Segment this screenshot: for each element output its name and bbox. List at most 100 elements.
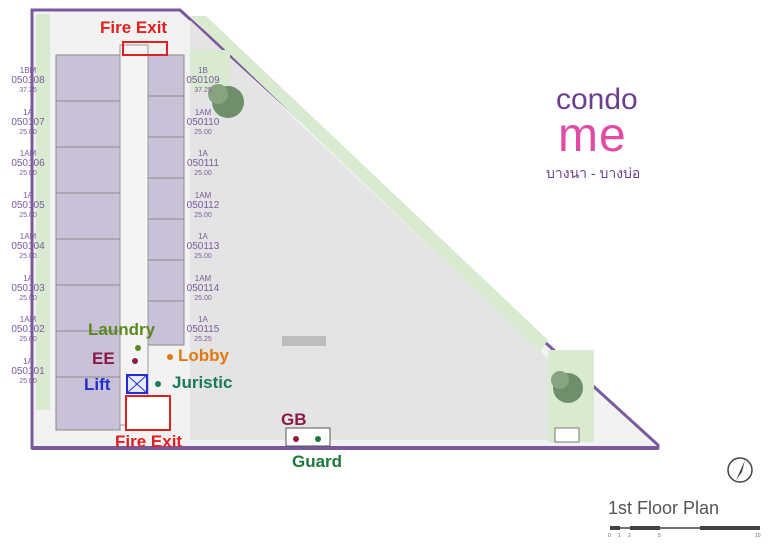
juristic-label: Juristic [172,373,233,392]
unit-code: 050113 [186,241,220,252]
unit-code: 050114 [186,282,220,294]
brand-logo-me: me [558,109,627,162]
unit-dividers [56,95,184,378]
paved-area [190,20,560,440]
fire-exit-bottom-box [125,395,171,431]
unit-code: 050110 [186,116,220,128]
unit-type: 1B [198,66,208,75]
scale-tick-label: 0 [608,533,611,539]
unit-code: 050112 [186,199,220,211]
unit-area: 25.00 [19,170,37,177]
fire-exit-bottom-label: Fire Exit [115,432,183,451]
fire-exit-top-label: Fire Exit [100,18,168,37]
laundry-dot [135,345,141,351]
lift-label: Lift [84,375,111,394]
scale-bar [610,526,760,530]
scale-tick-label: 2 [628,533,631,539]
unit-type: 1A [23,190,33,200]
unit-area: 25.00 [194,294,212,302]
building-right-wing [147,54,185,346]
green-strip-diagonal [190,16,548,352]
unit-code: 050101 [11,365,45,377]
laundry-label: Laundry [88,320,156,339]
unit-area: 25.00 [194,170,212,177]
unit-area: 37.25 [19,87,37,94]
unit-type: 1A [23,107,33,117]
gb-label: GB [281,410,307,429]
guard-house [285,427,331,447]
scale-tick-label: 10 [755,533,761,539]
unit-code: 050108 [11,75,45,86]
unit-type: 1AM [19,315,37,324]
scale-tick-label: 5 [658,533,661,539]
unit-area: 25.00 [19,336,37,343]
unit-type: 1AM [194,107,212,117]
gb-dot [293,436,299,442]
lobby-label: Lobby [178,346,229,365]
unit-type: 1AM [19,149,37,158]
corridor [119,44,149,426]
unit-area: 25.00 [19,211,37,219]
unit-code: 050111 [187,158,219,169]
green-patch-1 [190,50,230,90]
unit-type: 1AM [194,273,212,283]
guard-label: Guard [292,452,343,471]
unit-area: 25.00 [19,294,37,302]
unit-code: 050115 [186,324,220,335]
ee-label: EE [92,349,115,368]
fire-exit-top-box [122,41,168,56]
guard-dot [315,436,321,442]
unit-code: 050103 [11,282,45,294]
unit-type: 1AM [194,190,212,200]
unit-area: 25.00 [194,253,212,260]
unit-type: 1A [198,149,208,158]
brand-location: บางนา - บางบ่อ [546,165,641,181]
lobby-dot [167,354,173,360]
planter [282,336,326,346]
scale-tick-label: 1 [618,533,621,539]
unit-area: 25.00 [194,128,212,136]
north-arrow-icon [727,457,753,483]
unit-code: 050109 [186,75,220,86]
green-strip-left [36,14,50,410]
plan-title: 1st Floor Plan [608,498,720,518]
small-room [554,427,580,443]
tree-icon [551,371,583,403]
unit-type: 1AM [19,232,37,241]
unit-code: 050104 [11,241,45,252]
unit-area: 25.00 [194,211,212,219]
unit-area: 25.00 [19,253,37,260]
ee-dot [132,358,138,364]
building-left-wing [55,54,121,431]
unit-code: 050105 [11,199,45,211]
juristic-dot [155,381,161,387]
unit-area: 37.25 [194,87,212,94]
unit-area: 25.25 [194,336,212,343]
unit-type: 1A [198,232,208,241]
unit-type: 1A [198,315,208,324]
road [32,446,658,450]
tree-icon [208,84,244,118]
unit-type: 1A [23,356,33,366]
brand-logo-condo: condo [556,83,638,116]
unit-type: 1A [23,273,33,283]
unit-area: 25.00 [19,377,37,385]
unit-code: 050106 [11,158,45,169]
